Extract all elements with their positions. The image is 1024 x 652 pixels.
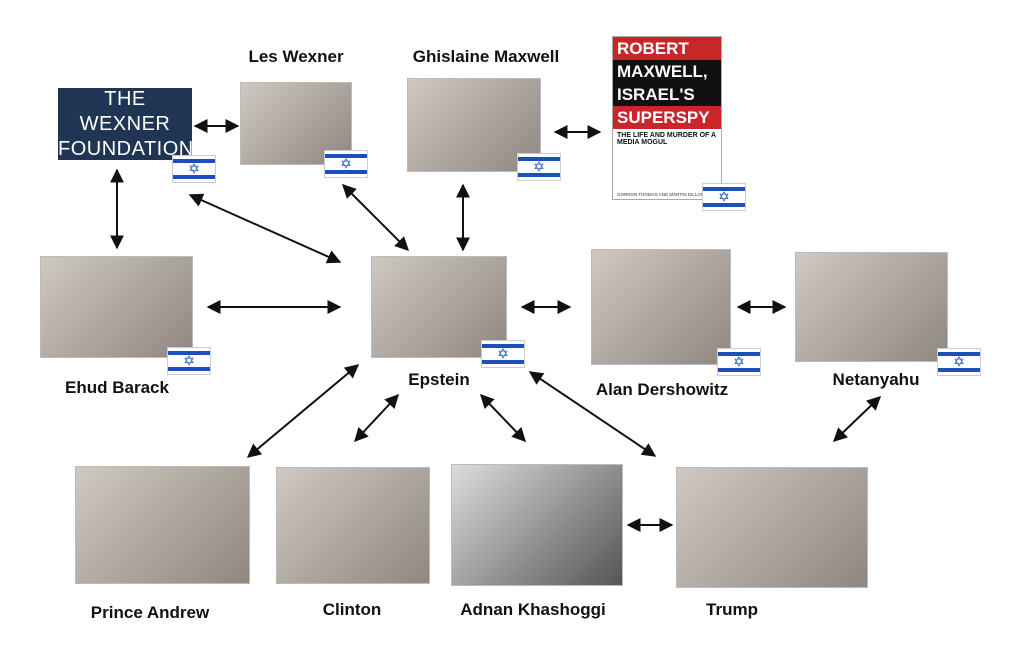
book-title: ROBERT xyxy=(613,37,721,60)
arrow-epstein-to-clinton xyxy=(354,393,399,443)
netanyahu-label: Netanyahu xyxy=(832,370,920,389)
prince-andrew-photo xyxy=(75,466,250,584)
arrow-netanyahu-to-trump xyxy=(832,396,882,442)
wexner-foundation-logo: THE WEXNER FOUNDATION xyxy=(58,87,194,160)
arrow-les-wexner-to-epstein xyxy=(342,184,409,251)
trump-label: Trump xyxy=(706,600,758,619)
book-title: SUPERSPY xyxy=(613,106,721,129)
clinton-label: Clinton xyxy=(322,600,382,619)
arrow-epstein-to-prince-andrew xyxy=(246,364,360,458)
book-cover: ROBERT MAXWELL, ISRAEL'S SUPERSPY THE LI… xyxy=(612,36,722,200)
les-wexner-label: Les Wexner xyxy=(248,47,344,66)
ehud-barack-photo xyxy=(40,256,193,358)
alan-dershowitz-photo xyxy=(591,249,731,365)
ehud-barack-label: Ehud Barack xyxy=(65,378,169,397)
israel-flag-icon: ✡ xyxy=(481,340,525,368)
epstein-label: Epstein xyxy=(408,370,470,389)
book-subtitle: THE LIFE AND MURDER OF A MEDIA MOGUL xyxy=(617,132,716,146)
logo-line-2: FOUNDATION xyxy=(58,137,194,160)
book-title: ISRAEL'S xyxy=(613,83,721,106)
prince-andrew-label: Prince Andrew xyxy=(90,603,210,622)
book-title: MAXWELL, xyxy=(613,60,721,83)
logo-line-1: THE WEXNER xyxy=(79,87,171,135)
israel-flag-icon: ✡ xyxy=(324,150,368,178)
netanyahu-photo xyxy=(795,252,948,362)
israel-flag-icon: ✡ xyxy=(517,153,561,181)
book-authors: GORDON THOMAS AND MARTIN DILLON xyxy=(617,192,705,197)
israel-flag-icon: ✡ xyxy=(937,348,981,376)
israel-flag-icon: ✡ xyxy=(717,348,761,376)
clinton-photo xyxy=(276,467,430,584)
alan-dershowitz-label: Alan Dershowitz xyxy=(595,380,729,399)
israel-flag-icon: ✡ xyxy=(167,347,211,375)
arrow-epstein-to-trump xyxy=(528,371,657,457)
arrow-epstein-to-adnan-khashoggi xyxy=(480,393,526,443)
adnan-khashoggi-photo xyxy=(451,464,623,586)
arrow-wexner-foundation-to-epstein xyxy=(188,193,342,264)
israel-flag-icon: ✡ xyxy=(172,155,216,183)
ghislaine-maxwell-label: Ghislaine Maxwell xyxy=(412,47,560,66)
israel-flag-icon: ✡ xyxy=(702,183,746,211)
adnan-khashoggi-label: Adnan Khashoggi xyxy=(460,600,606,619)
trump-photo xyxy=(676,467,868,588)
